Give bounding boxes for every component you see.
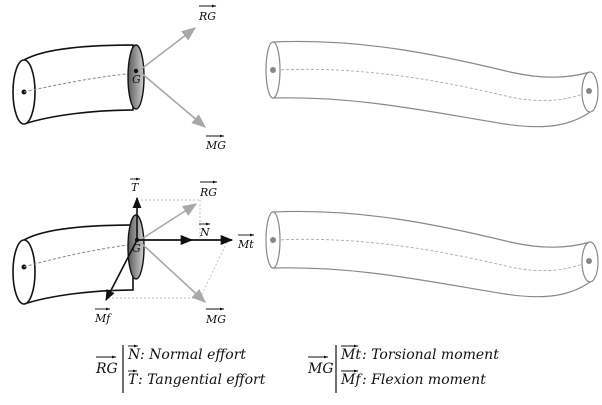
top-cut-beam: G [12, 44, 145, 125]
top-cut-section [127, 44, 145, 110]
top-resultant-text: RG [198, 10, 216, 23]
bottom-full-beam [265, 210, 599, 298]
torsional-label: Mt [237, 233, 255, 251]
top-moment-arrow [139, 71, 207, 128]
legend-normal-text: : Normal effort [140, 347, 246, 363]
bottom-neutral-axis [23, 243, 137, 268]
flexion-arrow [105, 239, 138, 301]
top-resultant-label: RG [198, 4, 217, 23]
tangential-label: T [130, 177, 141, 194]
tangential-text: T [131, 181, 140, 194]
legend-flexion-text: : Flexion moment [362, 372, 486, 388]
normal-text: N [199, 226, 210, 239]
top-resultant-arrow [139, 27, 197, 71]
legend-normal-symbol: N [127, 347, 141, 363]
bottom-cut-section [127, 214, 145, 280]
top-moment-text: MG [205, 139, 226, 152]
bottom-left-end-section [12, 239, 36, 305]
legend: RG N : Normal effort T : Tangential effo… [95, 344, 499, 393]
legend-torsional-symbol: Mt [340, 347, 361, 363]
top-moment-label: MG [205, 134, 226, 152]
bottom-resultant-label: RG [199, 180, 218, 199]
normal-label: N [199, 222, 211, 239]
legend-force-symbol: RG [95, 361, 118, 377]
legend-torsional-text: : Torsional moment [362, 347, 499, 363]
top-full-beam [265, 40, 599, 128]
legend-flexion-symbol: Mf [340, 372, 363, 388]
top-point-g-label: G [132, 73, 141, 86]
torsional-text: Mt [237, 238, 254, 251]
bottom-resultant-text: RG [199, 186, 217, 199]
legend-moment-symbol: MG [307, 361, 334, 377]
bottom-point-g-label: G [132, 242, 141, 255]
bottom-cut-beam: G [12, 214, 145, 305]
bottom-moment-text: MG [205, 313, 226, 326]
bottom-resultant-arrow [139, 203, 198, 241]
bottom-moment-label: MG [205, 307, 226, 326]
top-neutral-axis [23, 72, 137, 93]
bottom-moment-arrow [139, 241, 207, 303]
flexion-text: Mf [94, 312, 112, 325]
legend-tangential-text: : Tangential effort [138, 372, 266, 388]
top-point-g-dot [133, 68, 139, 74]
flexion-label: Mf [94, 307, 112, 325]
legend-tangential-symbol: T [128, 372, 139, 388]
